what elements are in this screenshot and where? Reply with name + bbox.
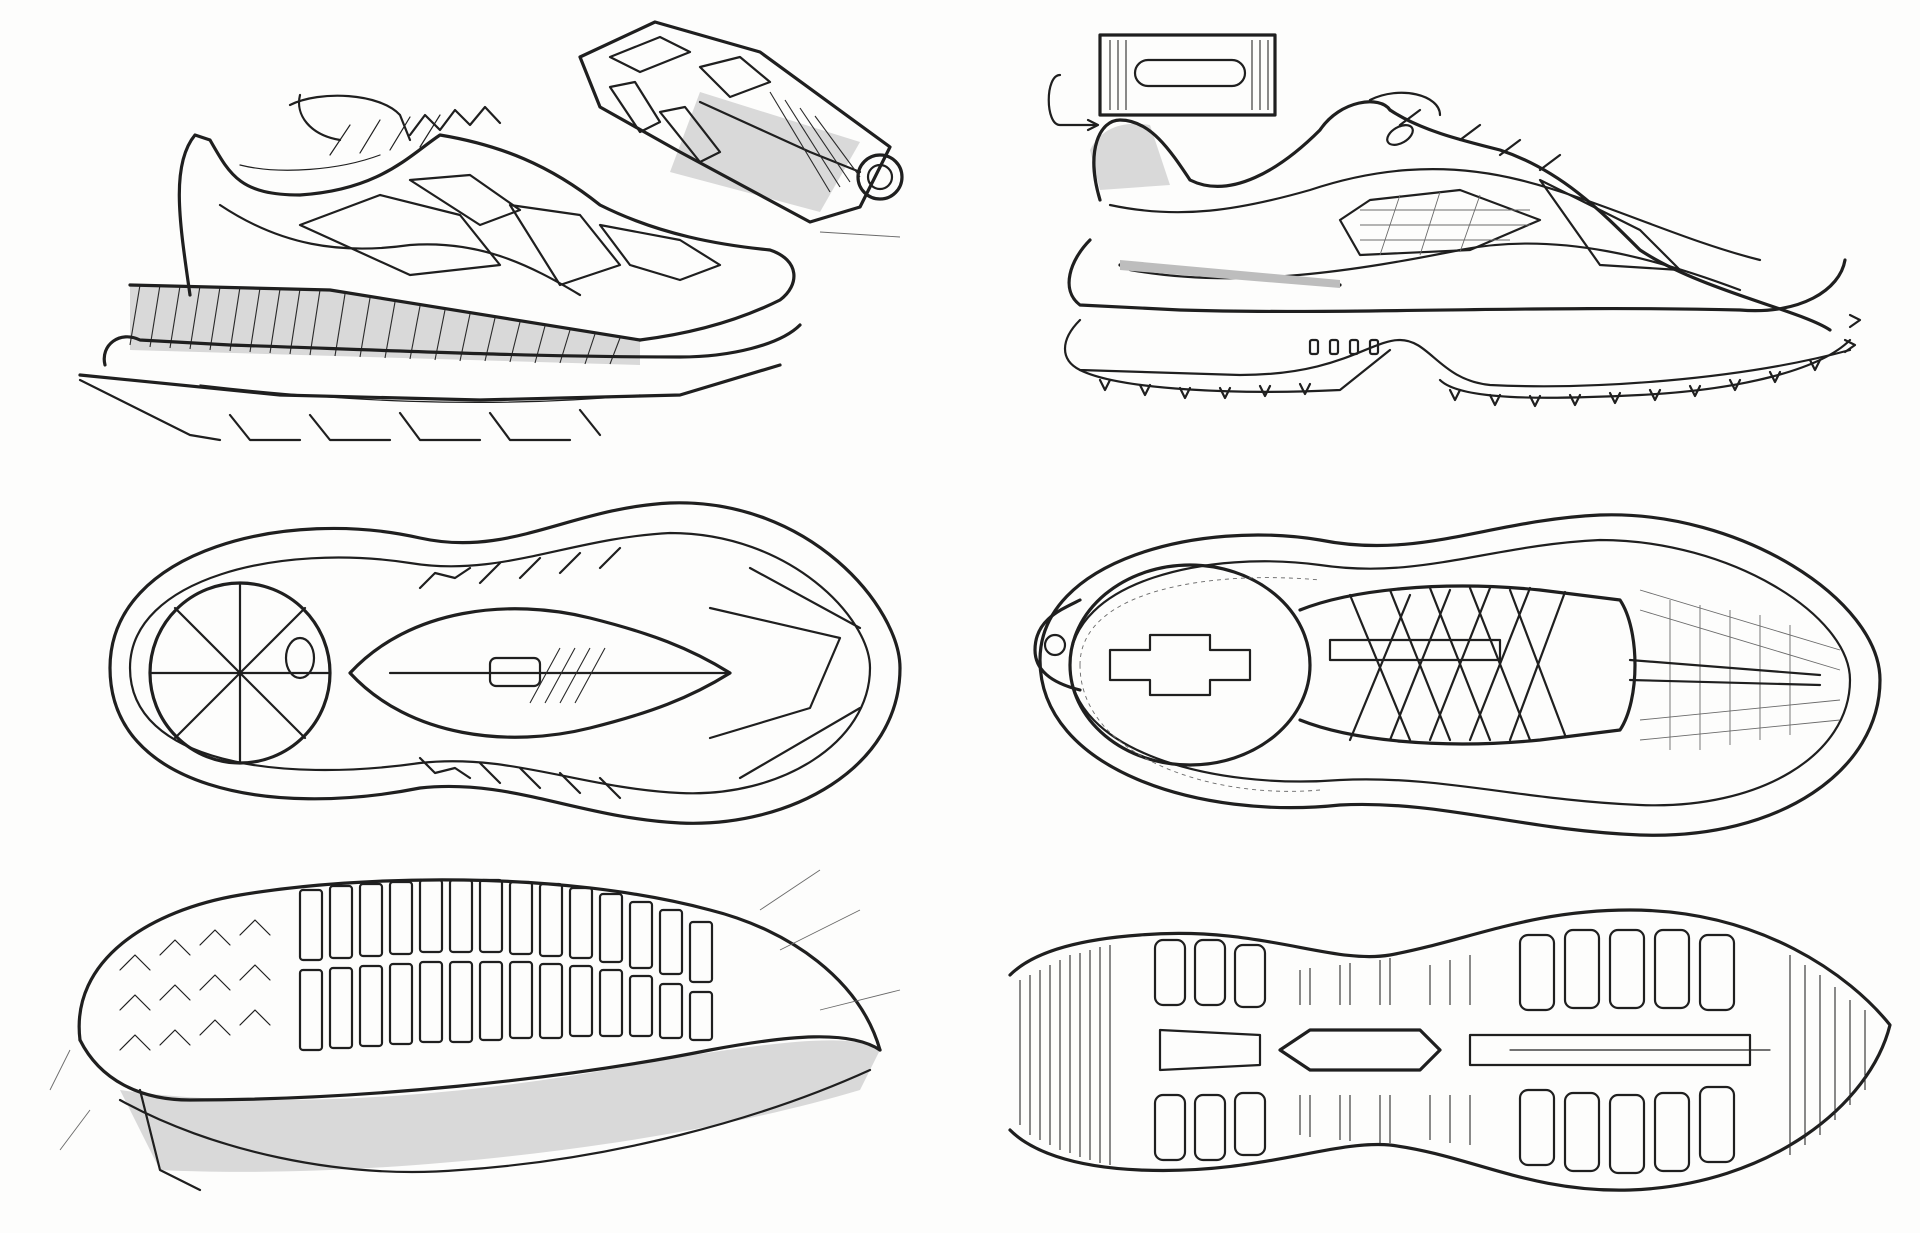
shoe-b-side-sketch — [1040, 90, 1900, 475]
shoe-a-outsole-sketch — [49, 850, 920, 1220]
shoe-a-side-sketch — [78, 93, 880, 445]
shoe-a-top-view-sketch — [90, 488, 910, 848]
shoe-b-outsole-sketch — [1008, 895, 1900, 1215]
shoe-b-top-view-sketch — [1020, 500, 1900, 860]
shoe-a-lace-detail-sketch — [560, 12, 930, 247]
shoe-b-heel-tab-sketch — [1040, 30, 1280, 132]
